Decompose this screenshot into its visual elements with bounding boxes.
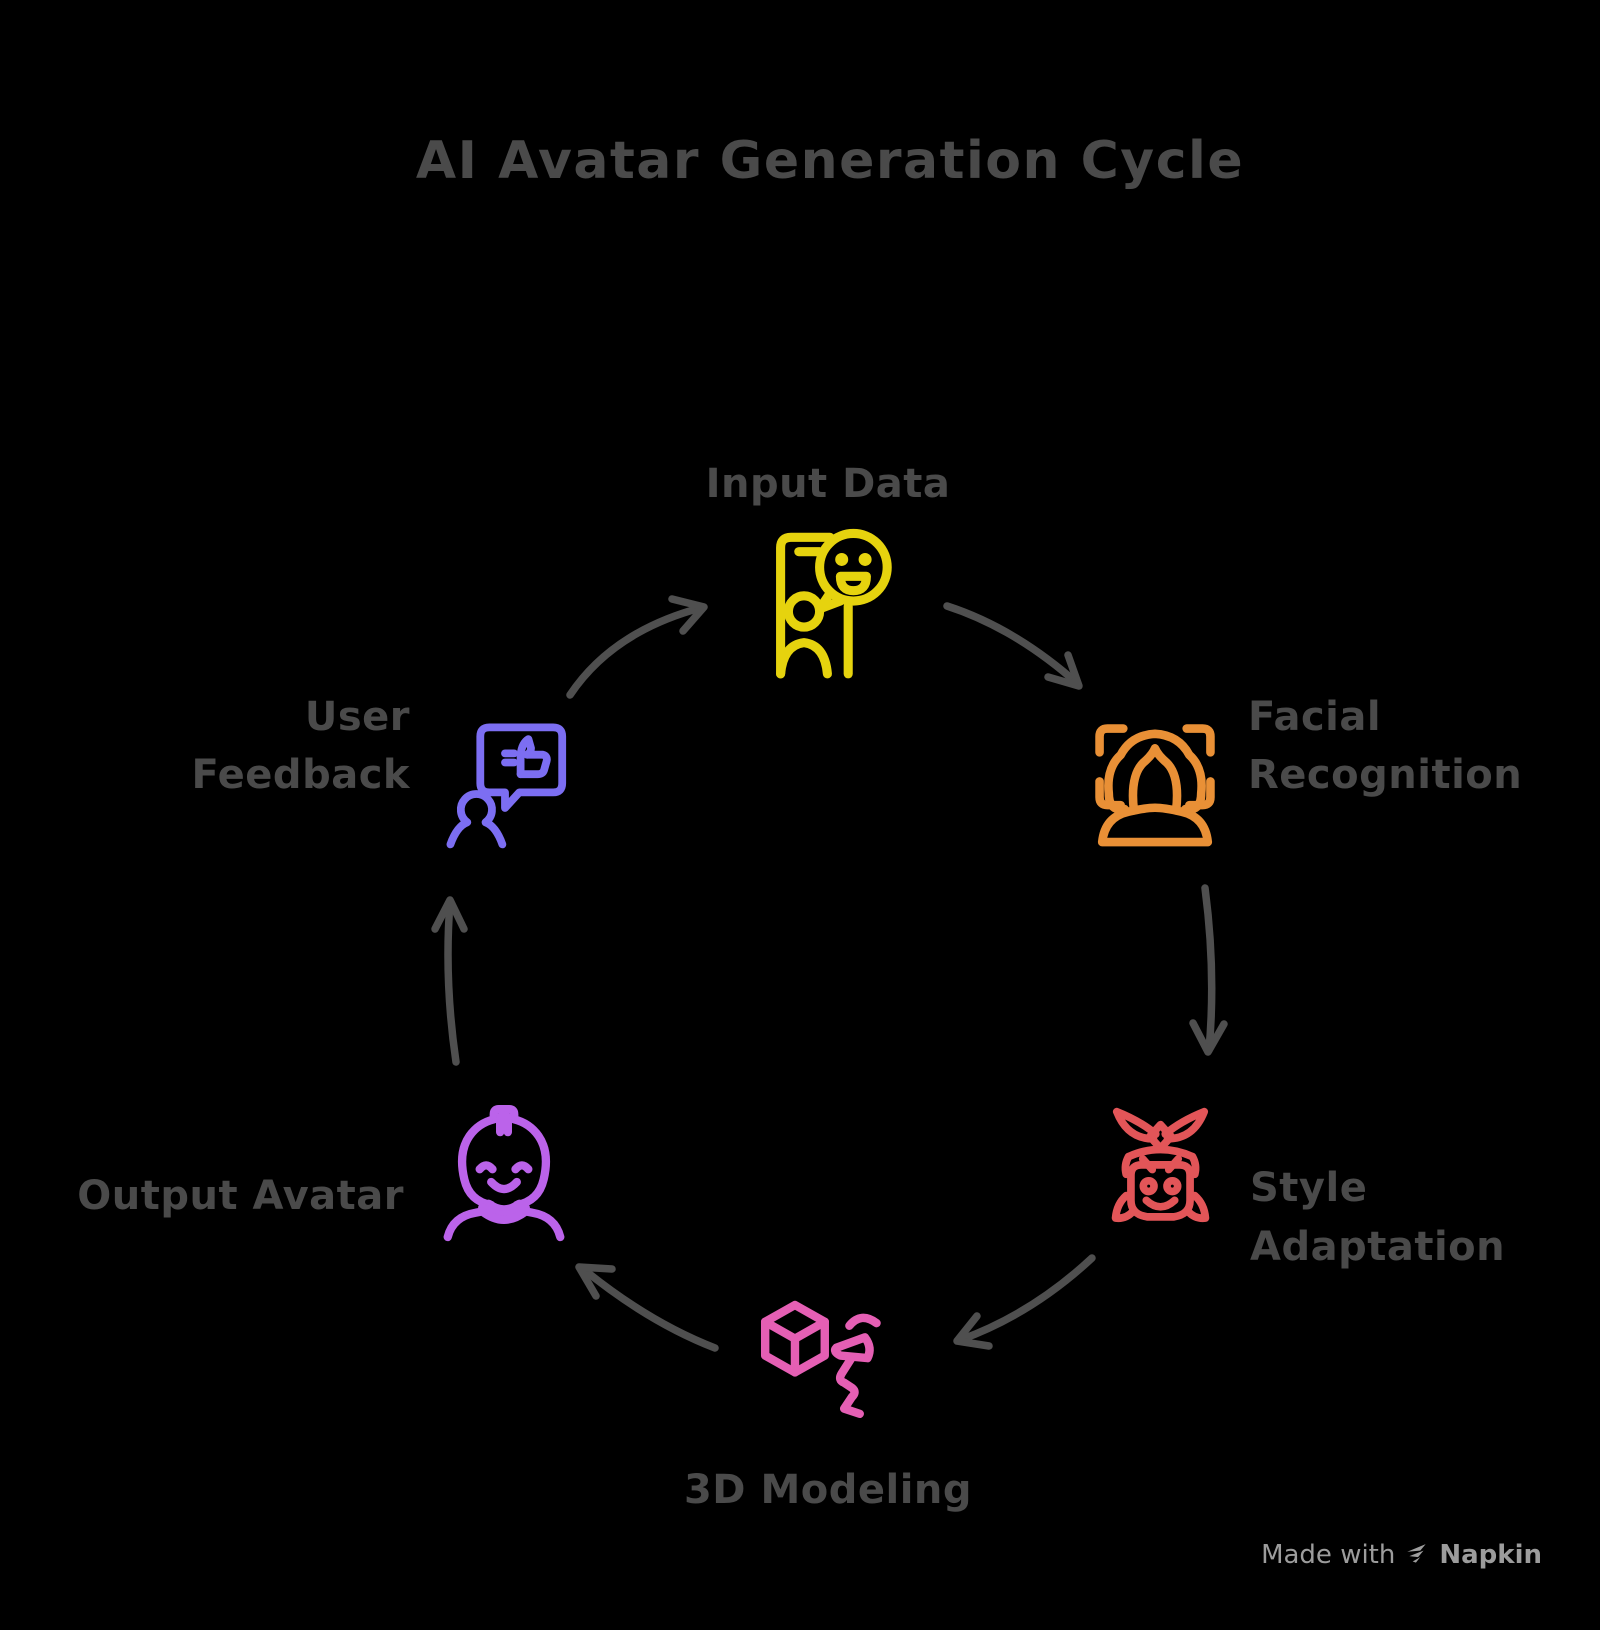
samurai-avatar-icon (1111, 1107, 1210, 1223)
arrow-3d-modeling-to-output-avatar (575, 1263, 719, 1352)
arrow-output-avatar-to-user-feedback (431, 896, 468, 1066)
label-style-adaptation: Style Adaptation (1250, 1159, 1505, 1277)
phone-selfie-smiley-icon (776, 528, 892, 679)
label-facial-recognition-line2: Recognition (1248, 752, 1523, 798)
arrow-facial-recognition-to-style-adaptation (1189, 884, 1228, 1056)
watermark-brand: Napkin (1439, 1540, 1542, 1570)
arrow-input-data-to-facial-recognition (943, 602, 1083, 690)
label-input-data: Input Data (705, 461, 951, 507)
mohawk-avatar-icon (443, 1104, 565, 1242)
watermark-prefix: Made with (1261, 1540, 1396, 1570)
label-output-avatar: Output Avatar (77, 1173, 404, 1219)
label-facial-recognition-line1: Facial (1248, 694, 1382, 740)
arrow-style-adaptation-to-3d-modeling (953, 1254, 1096, 1350)
label-facial-recognition: Facial Recognition (1248, 688, 1522, 804)
label-style-adaptation-line2: Adaptation (1250, 1224, 1506, 1270)
diagram-title: AI Avatar Generation Cycle (415, 131, 1245, 191)
cube-3d-pen-icon (760, 1300, 881, 1419)
label-user-feedback: User Feedback (191, 688, 410, 804)
label-style-adaptation-line1: Style (1250, 1165, 1368, 1211)
label-3d-modeling: 3D Modeling (683, 1467, 973, 1513)
feedback-bubble-person-icon (446, 723, 567, 849)
label-user-feedback-line2: Feedback (191, 752, 410, 798)
watermark: Made with Napkin (1261, 1540, 1542, 1570)
arrow-user-feedback-to-input-data (566, 595, 708, 699)
napkin-logo-icon (1407, 1544, 1427, 1563)
label-user-feedback-line1: User (304, 694, 410, 740)
face-scan-icon (1095, 724, 1215, 847)
